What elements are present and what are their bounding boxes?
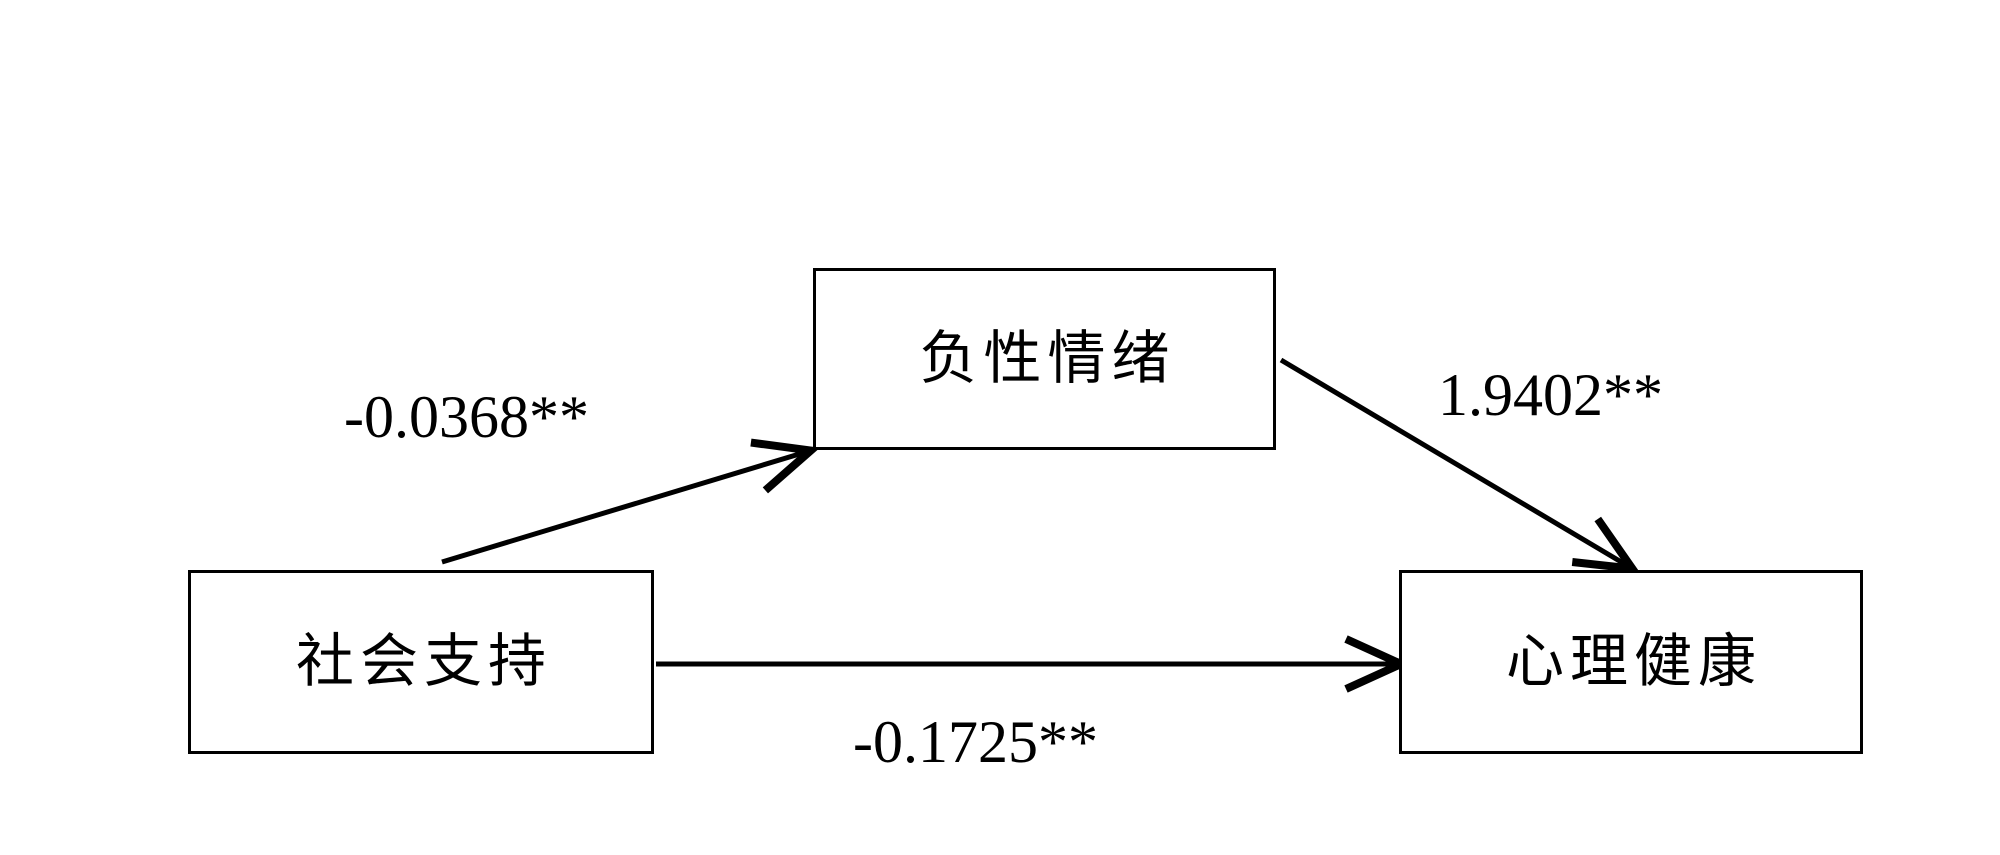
node-box-mediator: 负性情绪 xyxy=(813,268,1276,450)
path-coefficient-label-b: 1.9402** xyxy=(1438,362,1663,428)
node-label-mediator: 负性情绪 xyxy=(919,326,1176,391)
path-coefficient-label-a: -0.0368** xyxy=(344,384,589,450)
path-coefficient-label-c: -0.1725** xyxy=(853,709,1098,775)
arrow-b-path xyxy=(1279,357,1641,574)
node-box-outcome: 心理健康 xyxy=(1399,570,1863,754)
node-label-outcome: 心理健康 xyxy=(1505,629,1762,694)
node-label-predictor: 社会支持 xyxy=(295,629,552,694)
node-box-predictor: 社会支持 xyxy=(188,570,654,754)
arrow-a-path xyxy=(441,438,821,565)
